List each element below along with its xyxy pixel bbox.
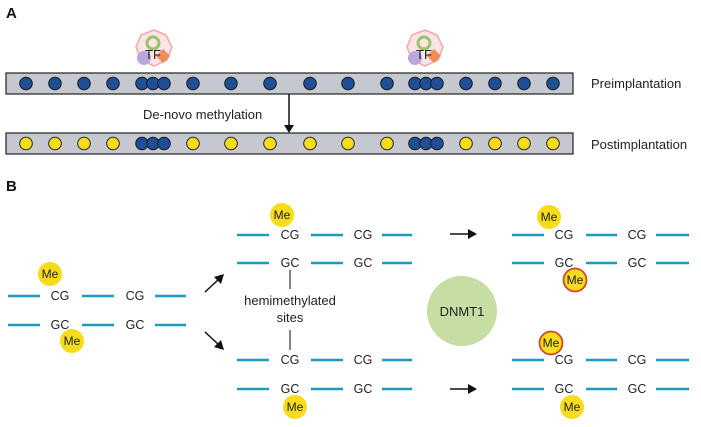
preimplantation-cpg-site bbox=[303, 76, 317, 91]
preimplantation-cpg-island-site bbox=[430, 76, 444, 91]
postimplantation-cpg-site bbox=[48, 136, 62, 151]
gc-label: GC bbox=[555, 256, 574, 270]
de-novo-methylation-label: De-novo methylation bbox=[143, 107, 262, 122]
postimplantation-label: Postimplantation bbox=[591, 137, 687, 152]
postimplantation-cpg-site bbox=[517, 136, 531, 151]
transcription-factor-icon: TF bbox=[406, 29, 444, 67]
panel-a-label: A bbox=[6, 5, 17, 22]
cg-label: CG bbox=[126, 289, 145, 303]
preimplantation-cpg-site bbox=[263, 76, 277, 91]
dnmt1-enzyme: DNMT1 bbox=[427, 276, 497, 346]
postimplantation-cpg-site bbox=[77, 136, 91, 151]
methyl-group: Me bbox=[270, 203, 294, 227]
methyl-group: Me bbox=[283, 395, 307, 419]
svg-text:Me: Me bbox=[564, 400, 581, 414]
replication-arrow-up bbox=[204, 274, 224, 293]
preimplantation-label: Preimplantation bbox=[591, 76, 681, 91]
preimplantation-cpg-site bbox=[380, 76, 394, 91]
hemimethylated-label-line1: hemimethylated bbox=[244, 293, 336, 308]
postimplantation-strand bbox=[5, 132, 574, 155]
preimplantation-cpg-site bbox=[19, 76, 33, 91]
postimplantation-cpg-site bbox=[341, 136, 355, 151]
svg-text:Me: Me bbox=[64, 334, 81, 348]
preimplantation-cpg-site bbox=[224, 76, 238, 91]
postimplantation-cpg-site bbox=[380, 136, 394, 151]
preimplantation-cpg-site bbox=[77, 76, 91, 91]
maintenance-arrow-bottom bbox=[450, 384, 477, 394]
postimplantation-cpg-site bbox=[263, 136, 277, 151]
dnmt1-label: DNMT1 bbox=[440, 304, 485, 319]
tf-label: TF bbox=[145, 47, 161, 62]
gc-label: GC bbox=[555, 382, 574, 396]
gc-label: GC bbox=[354, 256, 373, 270]
preimplantation-cpg-sites bbox=[19, 76, 560, 91]
postimplantation-cpg-site bbox=[186, 136, 200, 151]
de-novo-methylation-arrow bbox=[284, 94, 294, 133]
cg-label: CG bbox=[555, 228, 574, 242]
postimplantation-cpg-site bbox=[546, 136, 560, 151]
preimplantation-cpg-site bbox=[106, 76, 120, 91]
postimplantation-cpg-island-site bbox=[430, 136, 444, 151]
preimplantation-cpg-site bbox=[48, 76, 62, 91]
preimplantation-cpg-site bbox=[546, 76, 560, 91]
methyl-group: Me bbox=[537, 205, 561, 229]
postimplantation-cpg-site bbox=[106, 136, 120, 151]
preimplantation-cpg-site bbox=[488, 76, 502, 91]
svg-text:Me: Me bbox=[42, 267, 59, 281]
cg-label: CG bbox=[354, 228, 373, 242]
panel-a: A TF TF Preimplantation De-novo methylat… bbox=[5, 5, 687, 155]
gc-label: GC bbox=[354, 382, 373, 396]
preimplantation-cpg-site bbox=[341, 76, 355, 91]
panel-b-label: B bbox=[6, 178, 17, 195]
gc-label: GC bbox=[51, 318, 70, 332]
preimplantation-strand bbox=[5, 72, 574, 95]
new-methyl-group: Me bbox=[538, 330, 564, 356]
preimplantation-cpg-island-site bbox=[157, 76, 171, 91]
postimplantation-cpg-island-site bbox=[157, 136, 171, 151]
postimplantation-cpg-site bbox=[303, 136, 317, 151]
transcription-factor-icon: TF bbox=[135, 29, 173, 67]
gc-label: GC bbox=[628, 256, 647, 270]
postimplantation-cpg-site bbox=[459, 136, 473, 151]
methyl-group: Me bbox=[38, 262, 62, 286]
cg-label: CG bbox=[354, 353, 373, 367]
preimplantation-cpg-site bbox=[517, 76, 531, 91]
cg-label: CG bbox=[281, 228, 300, 242]
cg-label: CG bbox=[628, 353, 647, 367]
sequence-labels: CG CG GC GC CG CG GC GC CG CG GC GC CG C… bbox=[51, 228, 647, 396]
postimplantation-cpg-site bbox=[488, 136, 502, 151]
cg-label: CG bbox=[555, 353, 574, 367]
postimplantation-cpg-site bbox=[224, 136, 238, 151]
tf-label: TF bbox=[416, 47, 432, 62]
hemimethylated-label-line2: sites bbox=[277, 310, 304, 325]
svg-text:Me: Me bbox=[287, 400, 304, 414]
gc-label: GC bbox=[281, 382, 300, 396]
methyl-group: Me bbox=[60, 329, 84, 353]
gc-label: GC bbox=[628, 382, 647, 396]
new-methyl-group: Me bbox=[562, 267, 588, 293]
panel-b: B CG CG GC GC CG CG GC bbox=[6, 178, 689, 419]
cg-label: CG bbox=[281, 353, 300, 367]
maintenance-arrow-top bbox=[450, 229, 477, 239]
svg-text:Me: Me bbox=[567, 273, 584, 287]
gc-label: GC bbox=[126, 318, 145, 332]
postimplantation-cpg-sites bbox=[19, 136, 560, 151]
cg-label: CG bbox=[51, 289, 70, 303]
methyl-group: Me bbox=[560, 395, 584, 419]
dna-strand-segments bbox=[8, 233, 689, 391]
cg-label: CG bbox=[628, 228, 647, 242]
gc-label: GC bbox=[281, 256, 300, 270]
preimplantation-cpg-site bbox=[459, 76, 473, 91]
postimplantation-cpg-site bbox=[19, 136, 33, 151]
svg-text:Me: Me bbox=[541, 210, 558, 224]
replication-arrow-down bbox=[204, 331, 224, 350]
svg-text:Me: Me bbox=[543, 336, 560, 350]
svg-text:Me: Me bbox=[274, 208, 291, 222]
preimplantation-cpg-site bbox=[186, 76, 200, 91]
